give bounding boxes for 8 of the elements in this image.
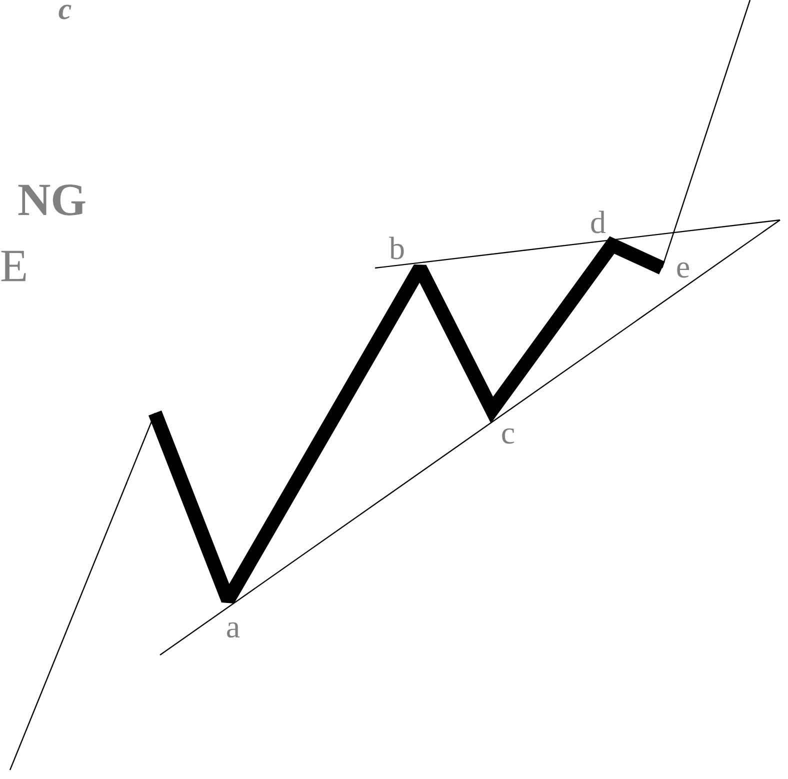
wave-label: a — [227, 622, 240, 638]
wave-label: c — [58, 4, 72, 20]
wave-label: b — [389, 236, 404, 260]
title-fragment: NG — [18, 184, 86, 216]
wave-label: d — [591, 210, 606, 234]
wave-label: c — [502, 428, 514, 444]
title-fragment: E — [1, 250, 26, 282]
wave-label: e — [677, 262, 689, 278]
